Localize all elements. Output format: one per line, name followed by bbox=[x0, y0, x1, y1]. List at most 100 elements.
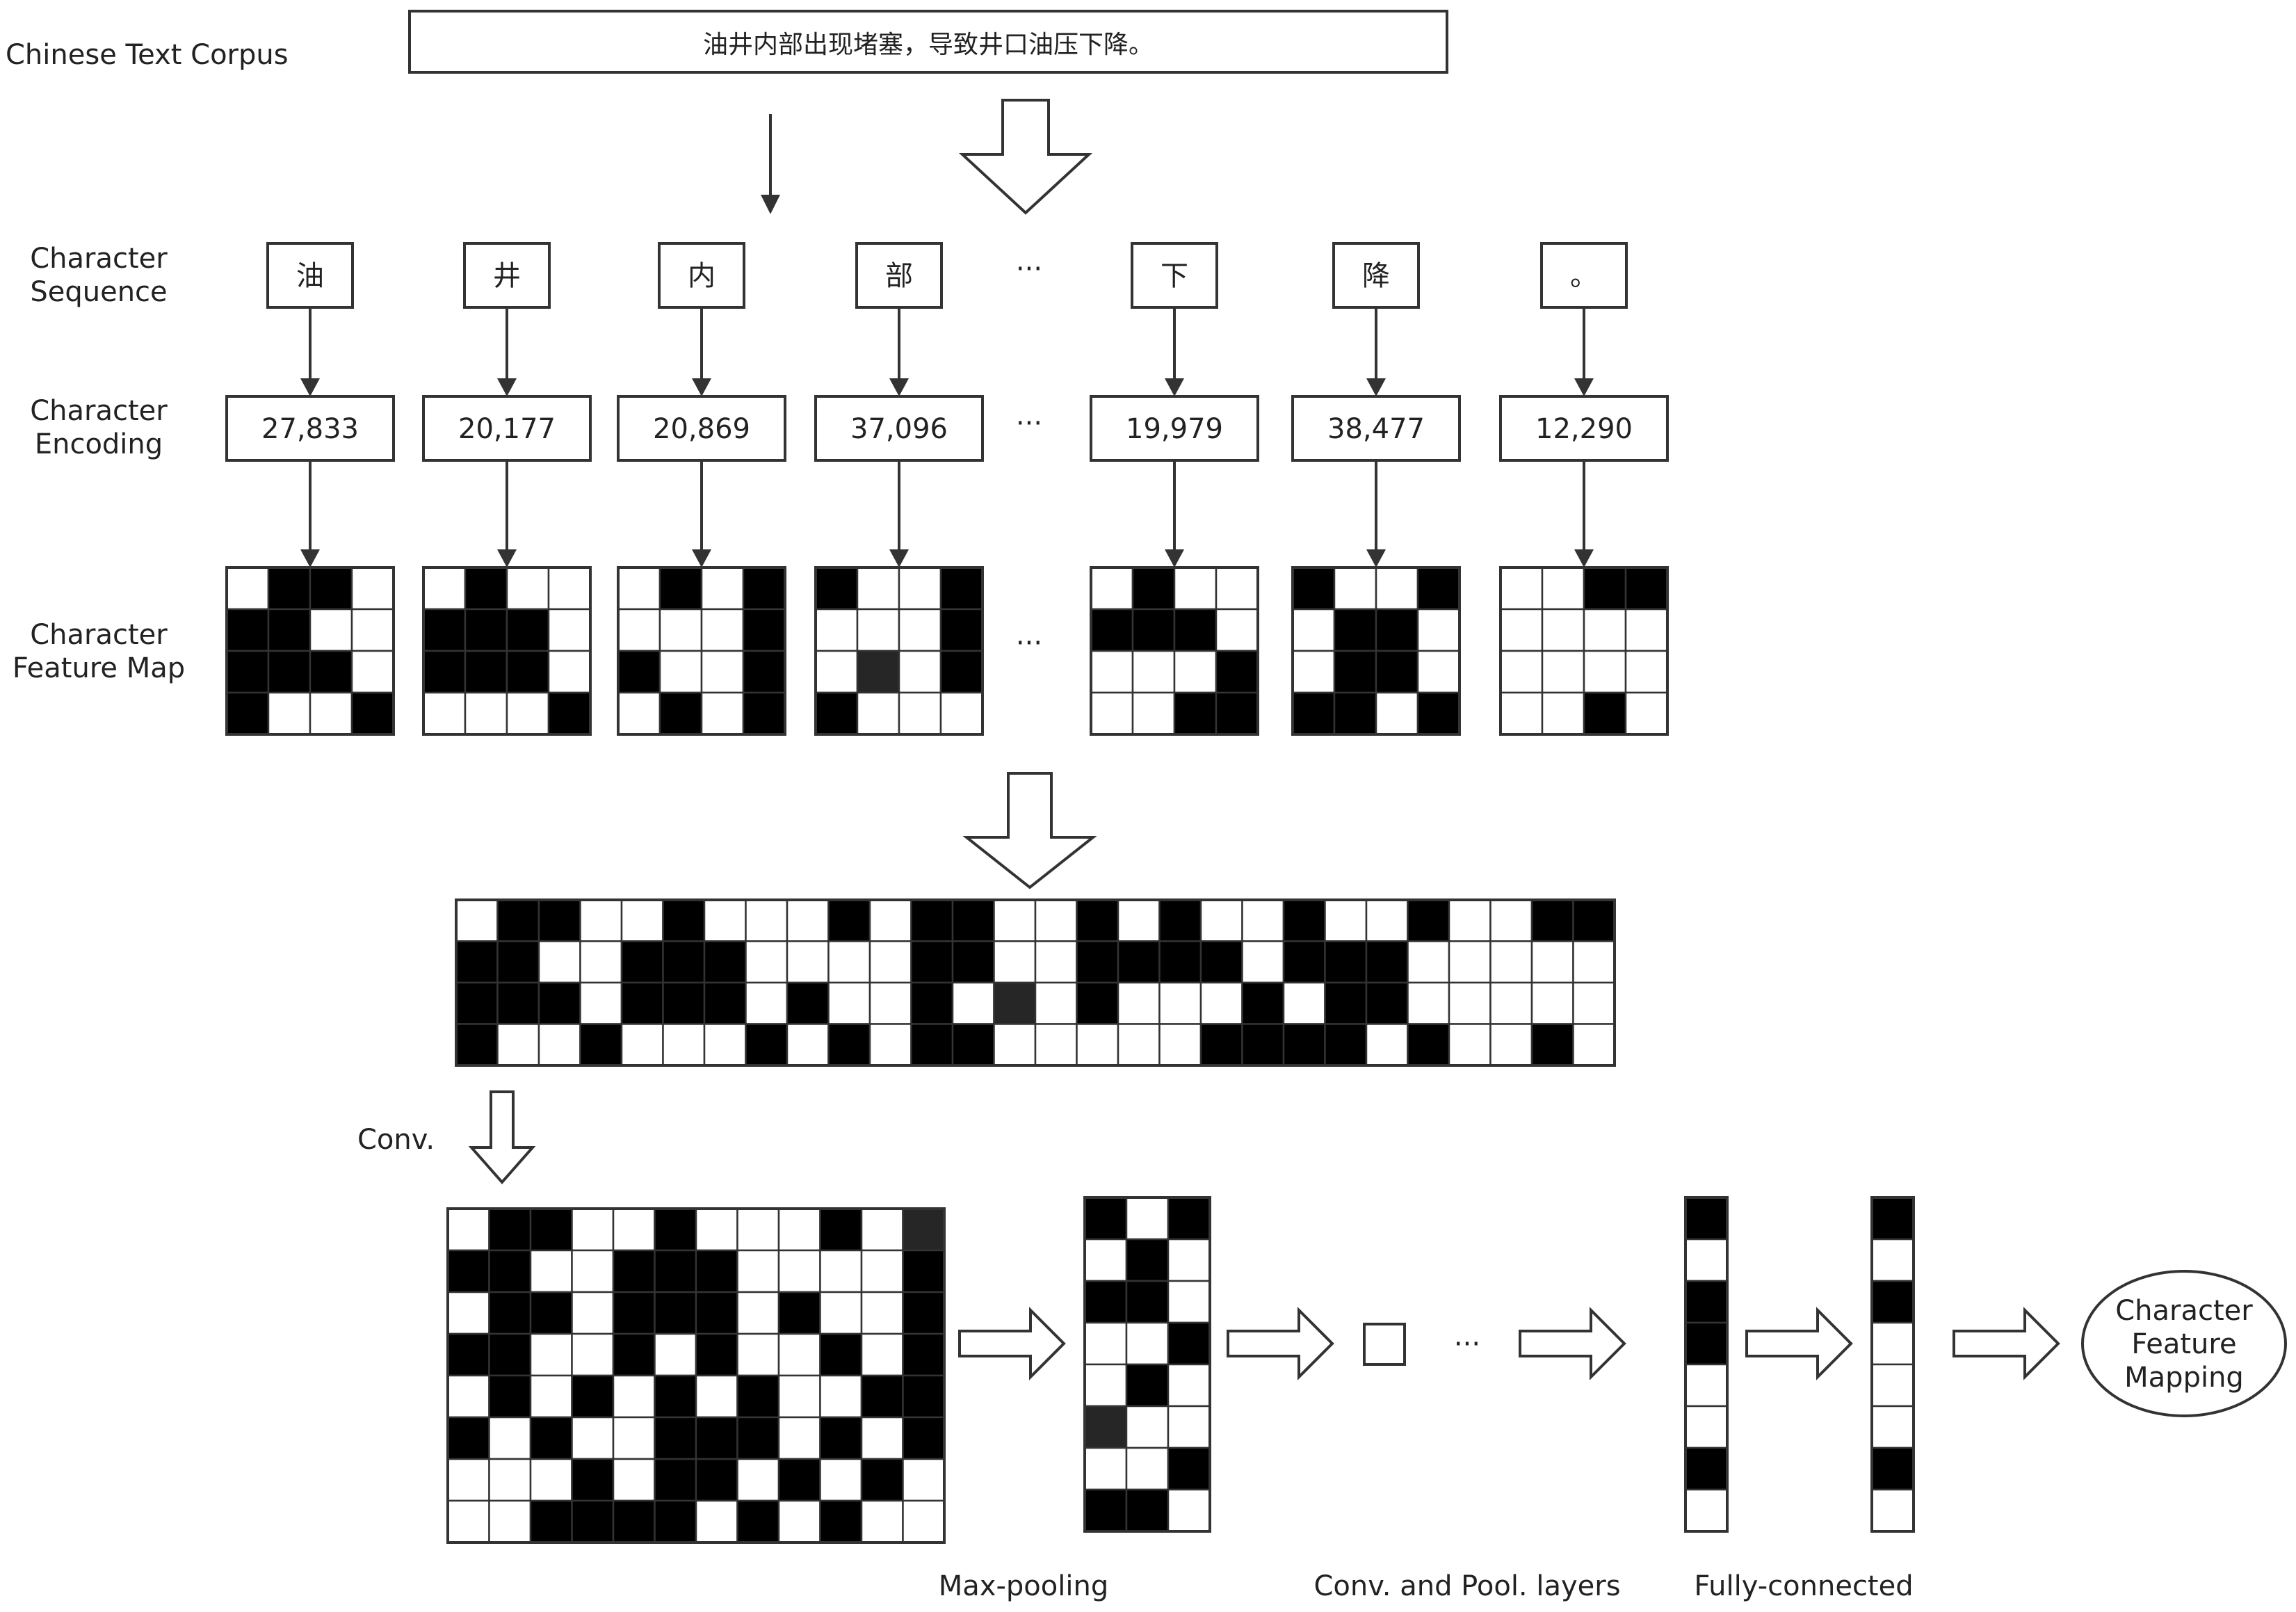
pool-grid-cell bbox=[1083, 1488, 1128, 1533]
label-max-pooling: Max-pooling bbox=[939, 1570, 1108, 1602]
feature-map-grid-cell bbox=[1291, 566, 1336, 611]
label-sequence-line2: Sequence bbox=[30, 276, 167, 308]
conv-grid bbox=[446, 1207, 946, 1544]
concat-grid-cell bbox=[1489, 981, 1533, 1025]
conv-grid-cell bbox=[860, 1249, 904, 1293]
concat-grid-cell bbox=[1117, 981, 1161, 1025]
concat-grid-cell bbox=[1324, 1023, 1368, 1067]
concat-grid-cell bbox=[1530, 981, 1574, 1025]
concat-grid-cell bbox=[537, 940, 581, 984]
conv-grid-cell bbox=[446, 1332, 490, 1377]
concat-grid-cell bbox=[1572, 898, 1616, 942]
concat-grid-cell bbox=[951, 940, 995, 984]
feature-map-grid bbox=[1291, 566, 1461, 736]
conv-grid-cell bbox=[695, 1458, 738, 1502]
fc2-grid-cell bbox=[1870, 1363, 1915, 1408]
pool-grid-cell bbox=[1125, 1405, 1170, 1449]
conv-grid-cell bbox=[819, 1207, 863, 1252]
conv-grid-cell bbox=[446, 1291, 490, 1335]
encoding-box bbox=[1499, 395, 1669, 462]
feature-map-grid-cell bbox=[1215, 691, 1259, 736]
to-fc-arrow bbox=[1519, 1307, 1626, 1380]
feature-map-grid-frame bbox=[814, 566, 984, 736]
conv-grid-cell bbox=[819, 1332, 863, 1377]
output-label-line2: Feature bbox=[2131, 1328, 2236, 1360]
feature-map-grid-cell bbox=[1541, 608, 1585, 652]
feature-map-grid-cell bbox=[1375, 691, 1419, 736]
feature-map-grid-cell bbox=[814, 691, 859, 736]
feature-map-grid-frame bbox=[1499, 566, 1669, 736]
character-text: 降 bbox=[1362, 260, 1390, 292]
feature-map-grid-cell bbox=[898, 691, 942, 736]
conv-grid-cell bbox=[529, 1416, 573, 1460]
concat-grid-cell bbox=[496, 898, 540, 942]
concat-grid-cell bbox=[1241, 1023, 1285, 1067]
concat-grid-cell bbox=[1448, 940, 1491, 984]
concat-grid-cell bbox=[786, 981, 830, 1025]
feature-map-grid-cell bbox=[1131, 650, 1176, 694]
conv-grid-cell bbox=[695, 1374, 738, 1419]
pool-grid-cell bbox=[1125, 1363, 1170, 1408]
conv-grid-cell bbox=[654, 1207, 697, 1252]
feature-map-grid bbox=[814, 566, 984, 736]
concat-grid-cell bbox=[827, 981, 871, 1025]
conv-grid-cell bbox=[529, 1249, 573, 1293]
character-text: 油 bbox=[296, 260, 324, 292]
conv-grid-cell bbox=[654, 1458, 697, 1502]
maxpool-matrix bbox=[1083, 1196, 1211, 1533]
concat-grid-cell bbox=[662, 1023, 706, 1067]
feature-map-grid-cell bbox=[464, 691, 508, 736]
concat-grid-cell bbox=[1407, 940, 1450, 984]
feature-map-grid-cell bbox=[267, 608, 312, 652]
feature-map-ellipsis: ··· bbox=[1016, 627, 1042, 659]
conv-grid-cell bbox=[736, 1332, 780, 1377]
feature-map-grid-cell bbox=[1131, 608, 1176, 652]
feature-map-grid-cell bbox=[1333, 608, 1377, 652]
concat-grid-cell bbox=[703, 898, 747, 942]
conv-grid-cell bbox=[446, 1207, 490, 1252]
conv-grid-cell bbox=[777, 1374, 821, 1419]
feature-map-grid-frame bbox=[422, 566, 592, 736]
character-to-encoding-arrow-head bbox=[497, 378, 517, 396]
feature-map-grid-cell bbox=[422, 691, 467, 736]
fc1-grid-cell bbox=[1684, 1488, 1729, 1533]
feature-map-grid-cell bbox=[464, 608, 508, 652]
feature-map-grid-cell bbox=[1173, 608, 1218, 652]
conv-grid-cell bbox=[902, 1249, 946, 1293]
conv-grid-cell bbox=[736, 1207, 780, 1252]
conv-grid-cell bbox=[654, 1291, 697, 1335]
concat-grid-cell bbox=[620, 981, 664, 1025]
pool-grid-cell bbox=[1167, 1488, 1211, 1533]
conv-grid-cell bbox=[777, 1332, 821, 1377]
conv-grid-cell bbox=[695, 1332, 738, 1377]
feature-map-grid-cell bbox=[1583, 566, 1627, 611]
feature-map-grid-cell bbox=[1624, 650, 1669, 694]
conv-grid-cell bbox=[736, 1249, 780, 1293]
feature-map-grid bbox=[225, 566, 395, 736]
conv-grid-cell bbox=[571, 1249, 615, 1293]
concat-grid-cell bbox=[703, 1023, 747, 1067]
concat-grid-cell bbox=[1324, 940, 1368, 984]
concat-grid-cell bbox=[1158, 1023, 1202, 1067]
feature-map-grid-cell bbox=[939, 691, 984, 736]
feature-map-grid-cell bbox=[617, 650, 661, 694]
concat-grid-cell bbox=[1365, 898, 1409, 942]
feature-map-grid-cell bbox=[350, 650, 395, 694]
label-corpus: Chinese Text Corpus bbox=[6, 39, 289, 71]
feature-map-grid-cell bbox=[547, 691, 592, 736]
character-box bbox=[463, 242, 551, 309]
label-conv: Conv. bbox=[357, 1124, 435, 1156]
conv-grid-cell bbox=[654, 1499, 697, 1544]
conv-grid-cell bbox=[612, 1332, 656, 1377]
concat-grid-cell bbox=[910, 898, 954, 942]
feature-map-grid-frame bbox=[225, 566, 395, 736]
concat-grid-cell bbox=[1324, 898, 1368, 942]
pool-grid-cell bbox=[1167, 1405, 1211, 1449]
pool-grid-cell bbox=[1167, 1280, 1211, 1324]
feature-map-grid-cell bbox=[1131, 566, 1176, 611]
feature-map-grid-cell bbox=[309, 691, 353, 736]
feature-map-grid-cell bbox=[1583, 691, 1627, 736]
concat-grid-cell bbox=[1407, 981, 1450, 1025]
concat-grid-cell bbox=[1365, 940, 1409, 984]
conv-grid-cell bbox=[819, 1291, 863, 1335]
